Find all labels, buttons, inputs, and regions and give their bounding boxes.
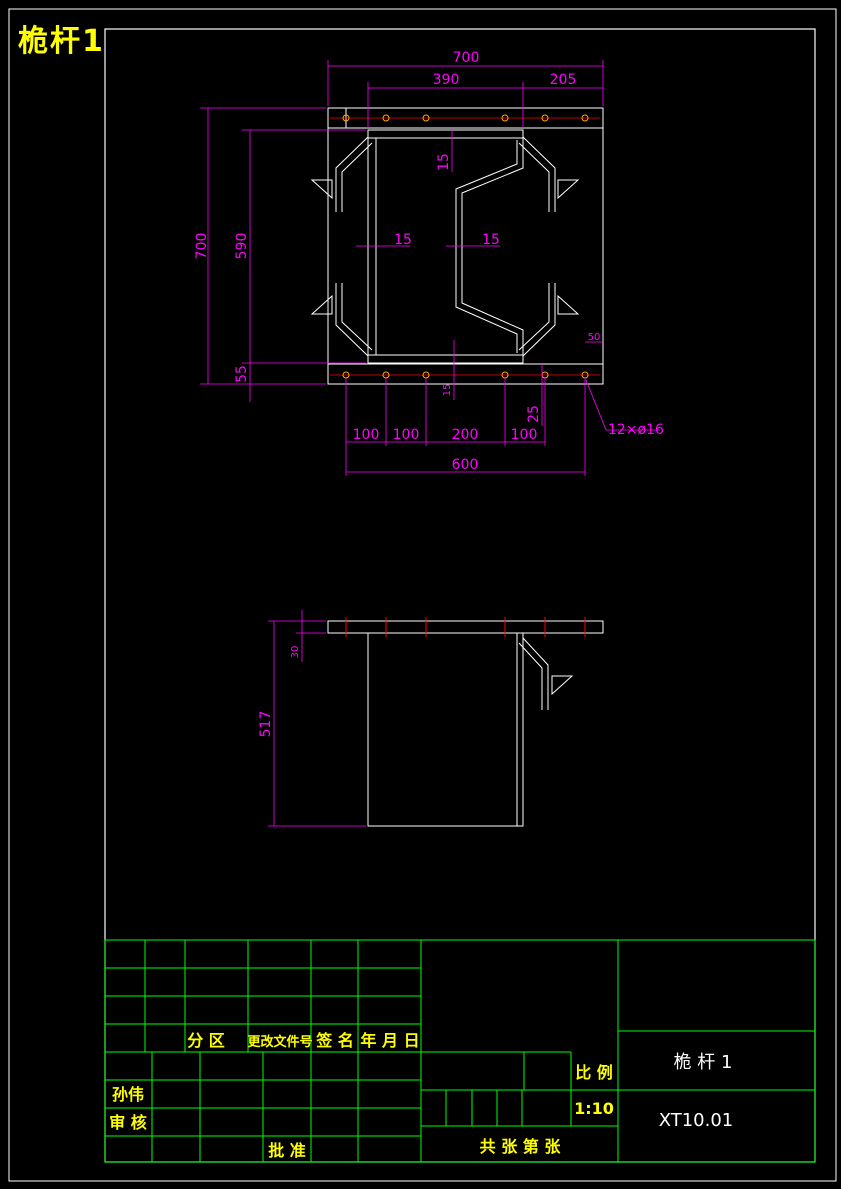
- tb-change-doc: 更改文件号: [247, 1034, 312, 1050]
- dim-wall-left: 15: [394, 232, 412, 248]
- channel-bottom-flange: [367, 354, 524, 364]
- tb-sheet-info: 共 张 第 张: [480, 1137, 562, 1156]
- dim-inner-height: 590: [234, 233, 250, 260]
- left-bracket-top: [310, 179, 333, 200]
- dim-edge-55: 55: [234, 365, 250, 383]
- outer-border: [8, 8, 837, 1182]
- dim-wall-top: 15: [436, 153, 452, 171]
- zigzag-outer: [461, 138, 524, 355]
- dim-corner: 50: [588, 332, 601, 343]
- side-body: [367, 632, 524, 827]
- top-hole-row: [330, 114, 600, 122]
- right-bracket-bot: [557, 294, 580, 315]
- left-gusset-bot-2: [341, 283, 373, 351]
- dim-hole-row: 25: [526, 405, 542, 423]
- dim-side-height: 517: [258, 711, 274, 738]
- left-gusset-top-2: [341, 142, 373, 212]
- hole: [581, 114, 589, 122]
- inner-border: [104, 28, 816, 1163]
- dim-inner-width: 390: [433, 72, 460, 88]
- channel-web: [367, 137, 377, 356]
- dim-wall-right: 15: [482, 232, 500, 248]
- left-gusset-bot: [335, 283, 369, 357]
- hole: [422, 114, 430, 122]
- hole: [382, 114, 390, 122]
- tb-zone: 分 区: [187, 1031, 225, 1050]
- side-hole-marks: [345, 617, 586, 637]
- tb-date: 年 月 日: [360, 1031, 419, 1050]
- left-bracket-bot: [310, 294, 333, 315]
- tb-reviewed-by: 审 核: [109, 1113, 147, 1132]
- side-view-dimensions: [268, 610, 366, 827]
- right-bracket-top: [557, 179, 580, 200]
- hole: [342, 114, 350, 122]
- bottom-hole-row: [330, 371, 600, 379]
- dim-overall-height: 700: [194, 233, 210, 260]
- hole: [541, 114, 549, 122]
- side-gusset: [522, 637, 549, 710]
- tb-drawn-by: 孙伟: [112, 1085, 144, 1104]
- dim-pitch-c: 200: [452, 427, 479, 443]
- side-gusset-2: [518, 642, 543, 710]
- right-gusset-top: [522, 136, 556, 212]
- side-view: [327, 620, 604, 827]
- drawing-title: 桅杆1: [18, 24, 105, 59]
- tb-signature: 签 名: [315, 1031, 354, 1050]
- dim-pitch-d: 100: [511, 427, 538, 443]
- dim-overall-width: 700: [453, 50, 480, 66]
- tb-scale-label: 比 例: [575, 1063, 613, 1082]
- right-gusset-bot-2: [518, 283, 550, 351]
- right-gusset-bot: [522, 283, 556, 357]
- top-view: [310, 107, 604, 385]
- right-gusset-top-2: [518, 142, 550, 212]
- hole: [501, 114, 509, 122]
- tb-scale-value: 1:10: [574, 1099, 614, 1118]
- dim-plate-thickness: 30: [290, 646, 301, 659]
- dim-hole-span: 600: [452, 457, 479, 473]
- left-gusset-top: [335, 136, 369, 212]
- tb-part-name: 桅 杆 1: [674, 1052, 733, 1073]
- dim-pitch-a: 100: [353, 427, 380, 443]
- side-bracket: [551, 675, 574, 696]
- tb-approved: 批 准: [268, 1141, 306, 1160]
- dim-hole-bottom: 15: [442, 384, 453, 397]
- base-plate-outline: [327, 107, 604, 385]
- holes-spec: 12×ø16: [608, 422, 664, 438]
- tb-drawing-no: XT10.01: [659, 1110, 734, 1131]
- channel-top-flange: [367, 129, 524, 139]
- dim-pitch-b: 100: [393, 427, 420, 443]
- side-plate: [327, 620, 604, 634]
- title-block-grid: [104, 939, 816, 1163]
- dim-side-offset: 205: [550, 72, 577, 88]
- top-view-dimensions: [200, 60, 660, 476]
- zigzag-inner: [455, 140, 518, 353]
